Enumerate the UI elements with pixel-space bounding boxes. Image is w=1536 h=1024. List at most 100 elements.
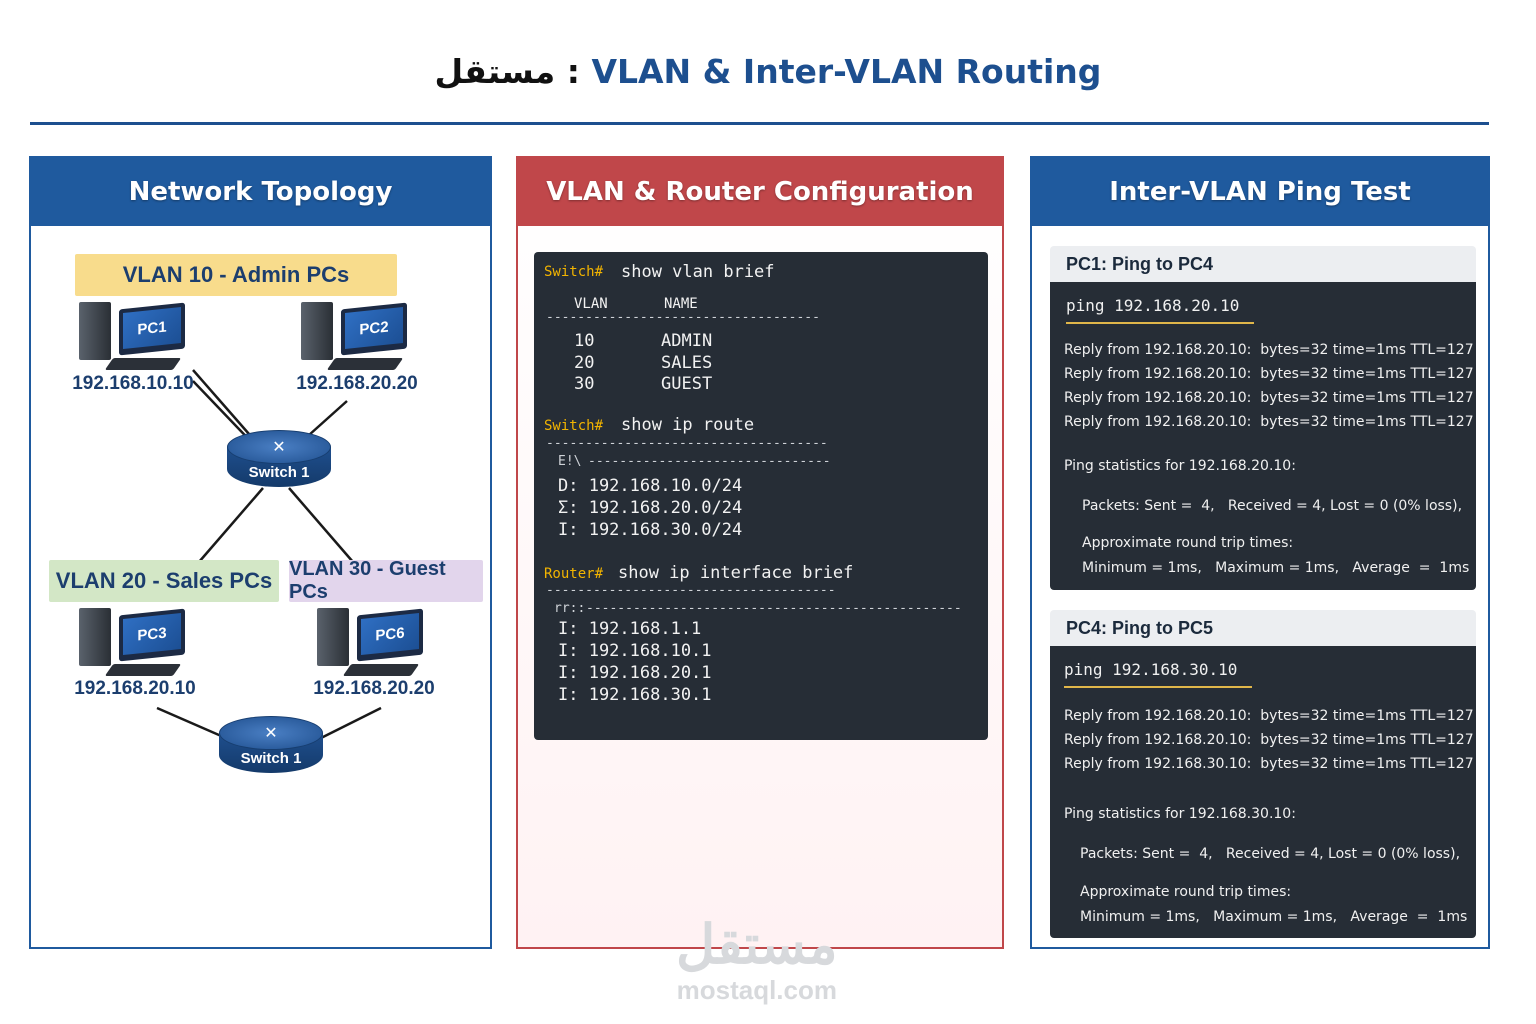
title-divider [30, 122, 1489, 125]
pc1-ip: 192.168.10.10 [72, 373, 194, 394]
keyboard [326, 358, 404, 370]
pc-tower [301, 302, 333, 360]
ping-output: ping 192.168.30.10 Reply from 192.168.20… [1050, 646, 1476, 938]
ping-test-1: PC1: Ping to PC4 ping 192.168.20.10 Repl… [1050, 246, 1476, 590]
ping-reply: Reply from 192.168.20.10: bytes=32 time=… [1064, 414, 1474, 430]
vlan10-label: VLAN 10 - Admin PCs [75, 254, 397, 296]
ping-reply: Reply from 192.168.30.10: bytes=32 time=… [1064, 756, 1474, 772]
name-col-header: NAME [664, 296, 698, 312]
pc-tower [79, 608, 111, 666]
ping-approx: Approximate round trip times: [1080, 884, 1292, 900]
watermark-domain: mostaql.com [676, 975, 837, 1005]
ping-command: ping 192.168.20.10 [1066, 296, 1240, 315]
watermark: مستقل mostaql.com [676, 915, 838, 1006]
route-sub-prefix: E!\ [558, 454, 582, 469]
ping-times: Minimum = 1ms, Maximum = 1ms, Average = … [1082, 560, 1470, 576]
ping-test-2: PC4: Ping to PC5 ping 192.168.30.10 Repl… [1050, 610, 1476, 938]
separator: ------------------------------------- [546, 583, 836, 598]
pc2-ip: 192.168.20.20 [296, 373, 418, 394]
prompt: Switch# [544, 418, 604, 434]
interface-entry: I: 192.168.30.1 [558, 685, 712, 705]
ping-stats-title: Ping statistics for 192.168.30.10: [1064, 806, 1296, 822]
ping-test-title: PC1: Ping to PC4 [1050, 246, 1476, 282]
switch-top-face [227, 430, 331, 464]
prompt: Router# [544, 566, 604, 582]
pc-label: PC3 [123, 612, 181, 656]
vlan-id: 30 [574, 374, 595, 394]
command-underline [1066, 322, 1254, 324]
keyboard [104, 358, 182, 370]
ping-packets: Packets: Sent = 4, Received = 4, Lost = … [1080, 846, 1461, 862]
pc2[interactable]: PC2 [297, 302, 417, 372]
pc1[interactable]: PC1 [75, 302, 195, 372]
route-entry: D: 192.168.10.0/24 [558, 476, 743, 496]
ping-reply: Reply from 192.168.20.10: bytes=32 time=… [1064, 732, 1474, 748]
keyboard [342, 664, 420, 676]
route-entry: Σ: 192.168.20.0/24 [558, 498, 743, 518]
pc-tower [317, 608, 349, 666]
ping-test-title: PC4: Ping to PC5 [1050, 610, 1476, 646]
interface-entry: I: 192.168.10.1 [558, 641, 712, 661]
ping-test-panel: Inter-VLAN Ping Test PC1: Ping to PC4 pi… [1030, 156, 1490, 949]
route-entry: I: 192.168.30.0/24 [558, 520, 743, 540]
ping-reply: Reply from 192.168.20.10: bytes=32 time=… [1064, 708, 1474, 724]
config-header: VLAN & Router Configuration [518, 158, 1002, 226]
ping-reply: Reply from 192.168.20.10: bytes=32 time=… [1064, 390, 1474, 406]
ping-approx: Approximate round trip times: [1082, 535, 1294, 551]
ping-times: Minimum = 1ms, Maximum = 1ms, Average = … [1080, 909, 1468, 925]
vlan-name: SALES [661, 353, 713, 373]
separator: ----------------------------------------… [586, 601, 962, 616]
ping-reply: Reply from 192.168.20.10: bytes=32 time=… [1064, 366, 1474, 382]
ping-stats-title: Ping statistics for 192.168.20.10: [1064, 458, 1296, 474]
vlan-name: GUEST [661, 374, 713, 394]
pc-label: PC6 [361, 612, 419, 656]
vlan-name: ADMIN [661, 331, 713, 351]
vlan20-label: VLAN 20 - Sales PCs [49, 560, 279, 602]
pc-monitor: PC3 [119, 608, 185, 662]
ping-output: ping 192.168.20.10 Reply from 192.168.20… [1050, 282, 1476, 590]
ping-reply: Reply from 192.168.20.10: bytes=32 time=… [1064, 342, 1474, 358]
ping-test-header: Inter-VLAN Ping Test [1032, 158, 1488, 226]
keyboard [104, 664, 182, 676]
pc-monitor: PC6 [357, 608, 423, 662]
command-show-ip-int-brief: show ip interface brief [618, 563, 854, 583]
vlan-col-header: VLAN [574, 296, 608, 312]
pc-label: PC1 [123, 306, 181, 350]
vlan-id: 10 [574, 331, 595, 351]
pc6[interactable]: PC6 [313, 608, 433, 678]
switch-top-face [219, 716, 323, 750]
pc-label: PC2 [345, 306, 403, 350]
config-panel: VLAN & Router Configuration Switch# show… [516, 156, 1004, 949]
pc3-ip: 192.168.20.10 [74, 678, 196, 699]
switch-bottom[interactable]: Switch 1 ✕ [219, 716, 323, 776]
command-show-ip-route: show ip route [621, 415, 755, 435]
switch-top[interactable]: Switch 1 ✕ [227, 430, 331, 490]
switch-arrows-icon: ✕ [272, 437, 286, 456]
network-topology-panel: Network Topology VLAN 10 - Admin PCs PC1… [29, 156, 492, 949]
pc-monitor: PC2 [341, 302, 407, 356]
switch-arrows-icon: ✕ [264, 723, 278, 742]
interface-sub-prefix: rr:: [554, 601, 586, 616]
separator: ------------------------------------ [546, 436, 828, 451]
title-arabic: مستقل [434, 52, 556, 91]
pc3[interactable]: PC3 [75, 608, 195, 678]
ping-packets: Packets: Sent = 4, Received = 4, Lost = … [1082, 498, 1463, 514]
command-underline [1064, 686, 1252, 688]
prompt: Switch# [544, 264, 604, 280]
title-english: VLAN & Inter-VLAN Routing [591, 52, 1102, 91]
watermark-logo: مستقل [676, 915, 838, 975]
interface-entry: I: 192.168.1.1 [558, 619, 702, 639]
pc-tower [79, 302, 111, 360]
page-title: مستقل : VLAN & Inter-VLAN Routing [0, 52, 1536, 91]
command-show-vlan: show vlan brief [621, 262, 775, 282]
config-terminal: Switch# show vlan brief VLAN NAME ------… [534, 252, 988, 740]
separator: ------------------------------- [588, 454, 831, 469]
vlan-id: 20 [574, 353, 595, 373]
title-separator: : [566, 52, 580, 91]
ping-command: ping 192.168.30.10 [1064, 660, 1238, 679]
network-topology-header: Network Topology [31, 158, 490, 226]
pc6-ip: 192.168.20.20 [313, 678, 435, 699]
pc-monitor: PC1 [119, 302, 185, 356]
interface-entry: I: 192.168.20.1 [558, 663, 712, 683]
separator: ----------------------------------- [546, 310, 820, 325]
